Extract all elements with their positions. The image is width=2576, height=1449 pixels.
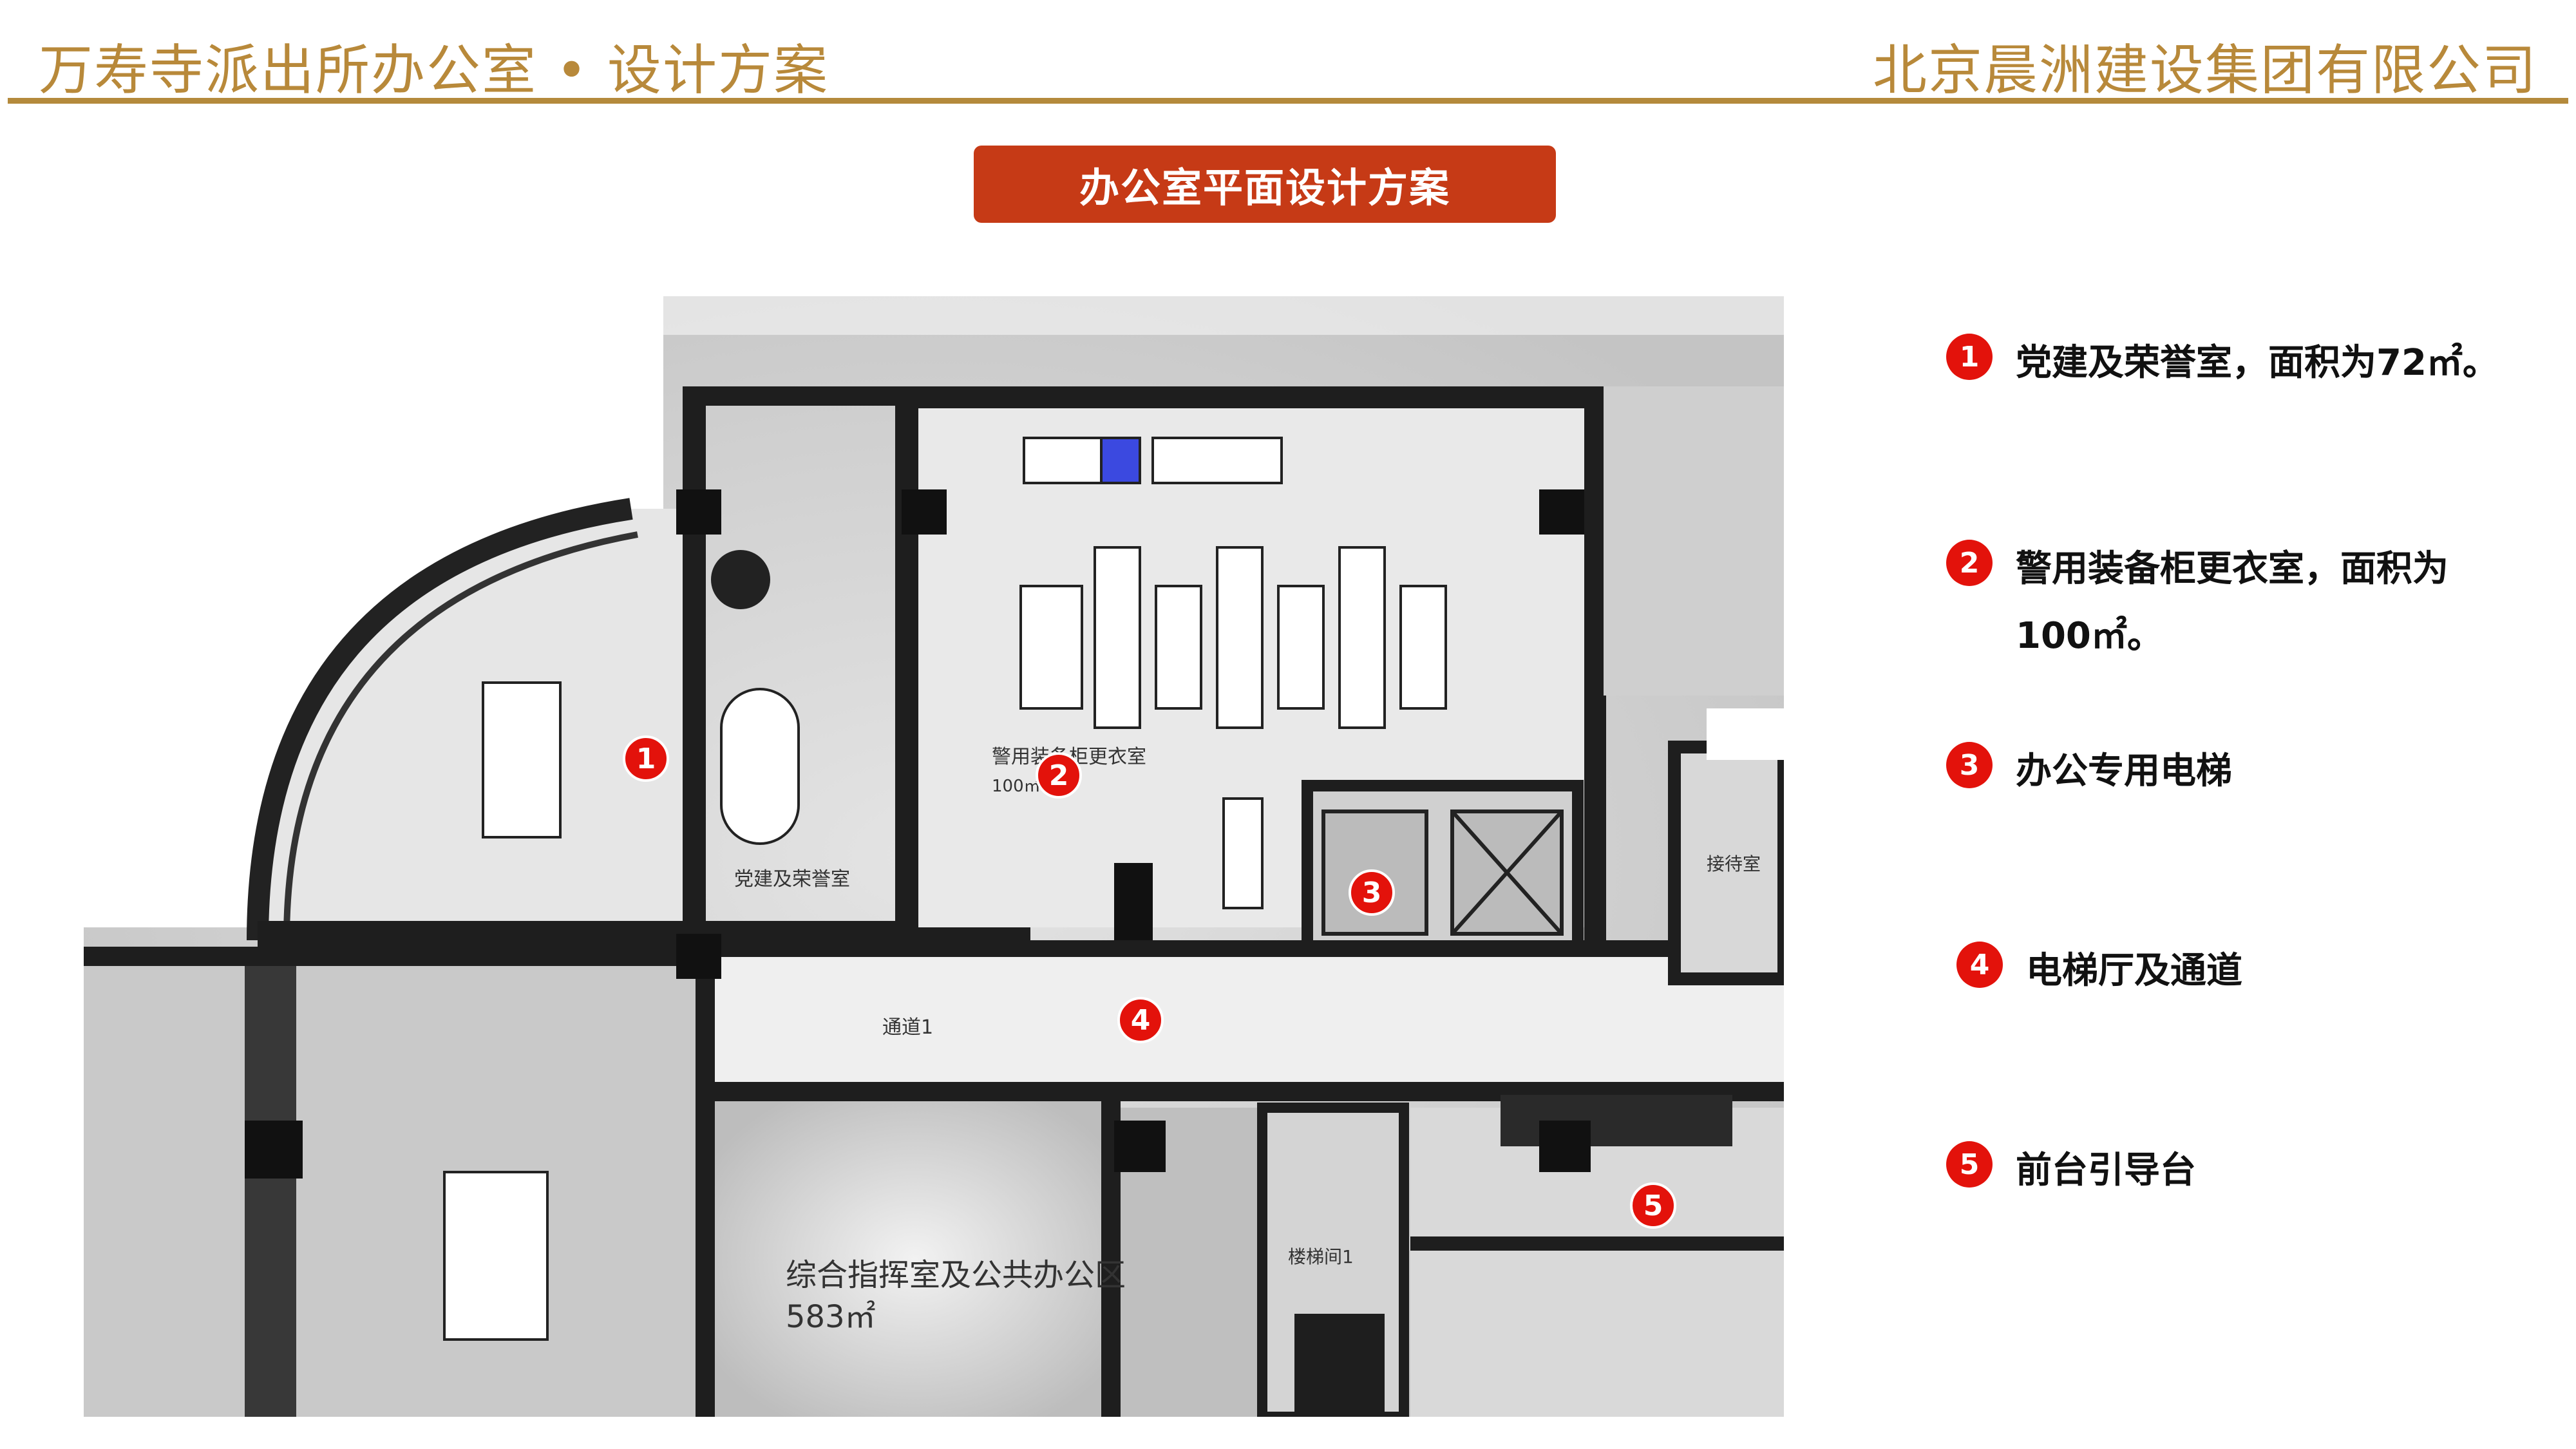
plan-marker-3: 3 [1349, 869, 1395, 916]
legend-text-3: 办公专用电梯 [2016, 750, 2232, 792]
legend-badge-2: 2 [1946, 540, 1993, 586]
plan-marker-2: 2 [1036, 752, 1082, 799]
plan-label-stair: 楼梯间1 [1288, 1246, 1354, 1267]
plan-marker-1: 1 [623, 735, 669, 782]
section-title: 办公室平面设计方案 [974, 146, 1556, 223]
legend-text-2: 警用装备柜更衣室，面积为100㎡。 [2016, 548, 2448, 657]
legend-badge-4: 4 [1956, 942, 2003, 988]
plan-marker-5: 5 [1630, 1182, 1676, 1229]
plan-label-side-room: 接待室 [1707, 853, 1761, 875]
legend-text-4: 电梯厅及通道 [2026, 950, 2242, 992]
plan-label-room2-area: 100㎡ [992, 777, 1041, 796]
legend-text-1: 党建及荣誉室，面积为72㎡。 [2016, 342, 2499, 384]
legend-text-5: 前台引导台 [2016, 1150, 2196, 1191]
header-divider [8, 98, 2568, 104]
floor-plan-drawing [84, 296, 1784, 1417]
plan-label-main-hall-area: 583㎡ [786, 1299, 876, 1335]
header-right-company: 北京晨洲建设集团有限公司 [1872, 39, 2537, 102]
header-left-title: 万寿寺派出所办公室 • 设计方案 [39, 39, 829, 102]
legend-badge-5: 5 [1946, 1141, 1993, 1188]
plan-marker-4: 4 [1117, 997, 1164, 1043]
legend-badge-1: 1 [1946, 334, 1993, 380]
plan-label-main-hall: 综合指挥室及公共办公区 [786, 1257, 1126, 1293]
plan-label-room1: 党建及荣誉室 [734, 868, 850, 891]
plan-label-corridor: 通道1 [882, 1016, 934, 1039]
legend-badge-3: 3 [1946, 742, 1993, 788]
floor-plan: 党建及荣誉室 警用装备柜更衣室 100㎡ 通道1 综合指挥室及公共办公区 583… [84, 296, 1784, 1417]
